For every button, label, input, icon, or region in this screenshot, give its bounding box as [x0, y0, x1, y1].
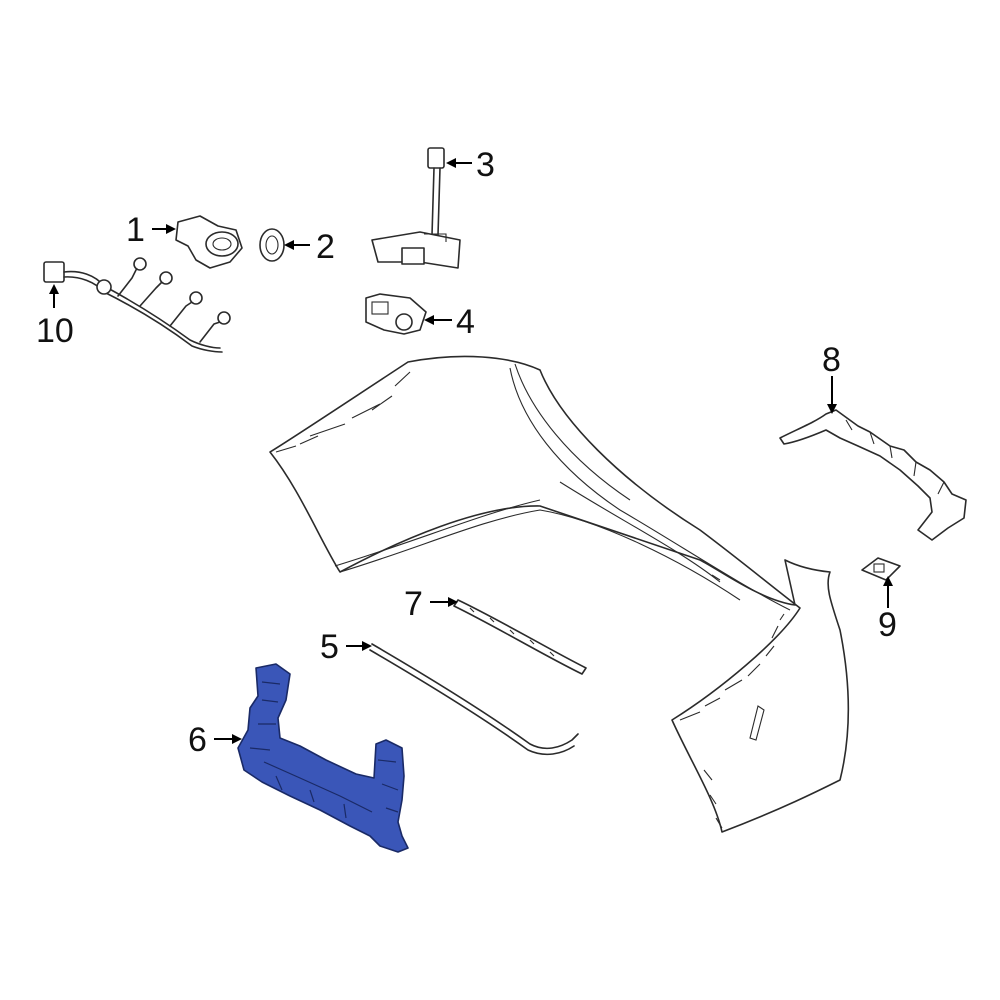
callout-8: 8 [822, 341, 841, 379]
callout-numbers: 1 2 3 4 5 6 7 8 9 10 [36, 146, 897, 759]
sensor-mount [365, 293, 427, 335]
side-bracket [779, 409, 967, 541]
wiring-harness [43, 257, 231, 353]
callout-6: 6 [188, 721, 207, 759]
sensor-retainer [259, 228, 285, 262]
bumper-cover [269, 355, 850, 833]
callout-4: 4 [456, 303, 475, 341]
lower-support-highlighted [237, 663, 409, 853]
clip [861, 557, 901, 581]
callout-5: 5 [320, 628, 339, 666]
callout-7: 7 [404, 585, 423, 623]
molding-strip-upper [453, 599, 587, 675]
molding-strip-lower [369, 643, 579, 756]
callout-3: 3 [476, 146, 495, 184]
callout-1: 1 [126, 211, 145, 249]
leader-lines [49, 158, 893, 744]
parking-sensor [175, 215, 243, 269]
callout-10: 10 [36, 312, 74, 350]
sensor-bracket-cable [371, 147, 461, 269]
callout-9: 9 [878, 606, 897, 644]
callout-2: 2 [316, 228, 335, 266]
